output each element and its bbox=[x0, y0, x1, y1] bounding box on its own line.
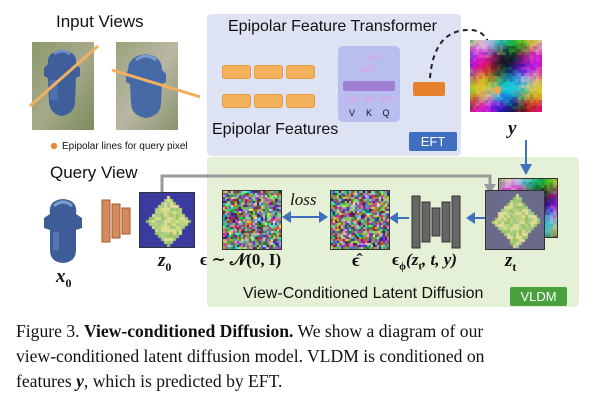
legend-dot-icon bbox=[50, 142, 58, 150]
feature-map-y bbox=[470, 40, 542, 112]
query-hydrant-image bbox=[44, 199, 82, 263]
latent-zt bbox=[485, 190, 545, 250]
attention-block: V K Q bbox=[338, 46, 400, 122]
epsilon-distribution-label: ϵ ∼ 𝒩(0, I) bbox=[200, 250, 282, 269]
epipolar-line-2 bbox=[111, 68, 200, 99]
input-view-images bbox=[29, 42, 200, 130]
caption-line-3: features y, which is predicted by EFT. bbox=[16, 371, 283, 391]
arrow-to-denoiser bbox=[466, 212, 486, 224]
eft-badge: EFT bbox=[409, 132, 457, 151]
y-label: y bbox=[508, 118, 517, 139]
noise-epsilon bbox=[222, 190, 282, 250]
vldm-title: View-Conditioned Latent Diffusion bbox=[243, 285, 484, 302]
arrow-to-eps-hat bbox=[389, 212, 409, 224]
input-views-label: Input Views bbox=[56, 12, 144, 31]
epipolar-features-label: Epipolar Features bbox=[212, 121, 339, 138]
feature-cell bbox=[286, 94, 315, 108]
eft-output-token bbox=[413, 82, 445, 96]
epsilon-hat-label: ϵ̂ bbox=[352, 250, 360, 270]
denoiser-label: ϵϕ(zt, t, y) bbox=[392, 250, 457, 273]
hydrant-2 bbox=[126, 54, 166, 118]
attention-k-label: K bbox=[366, 108, 372, 118]
feature-cell bbox=[222, 65, 251, 79]
epipolar-legend: Epipolar lines for query pixel bbox=[62, 141, 188, 152]
epipolar-line-1 bbox=[29, 44, 99, 108]
zt-label: zt bbox=[505, 250, 517, 274]
caption-line-2: view-conditioned latent diffusion model.… bbox=[16, 346, 485, 366]
predicted-noise bbox=[330, 190, 390, 250]
loss-label: loss bbox=[290, 190, 317, 209]
query-pixel-dot bbox=[493, 86, 501, 94]
query-view-label: Query View bbox=[50, 163, 138, 182]
latent-z0 bbox=[139, 192, 195, 248]
feature-cell bbox=[286, 65, 315, 79]
z0-label: z0 bbox=[158, 250, 172, 274]
loss-arrow bbox=[282, 211, 328, 223]
eft-title: Epipolar Feature Transformer bbox=[228, 18, 437, 35]
arrow-y-to-vldm bbox=[520, 140, 532, 175]
attention-q-label: Q bbox=[382, 108, 389, 118]
skip-connection bbox=[160, 174, 496, 194]
encoder-icon bbox=[101, 199, 131, 243]
x0-label: x0 bbox=[56, 266, 72, 290]
denoiser-network-icon bbox=[411, 195, 461, 249]
attention-v-label: V bbox=[349, 108, 355, 118]
attention-output bbox=[343, 81, 395, 91]
vldm-badge: VLDM bbox=[510, 287, 567, 306]
feature-cell bbox=[222, 94, 251, 108]
feature-cell bbox=[254, 65, 283, 79]
caption-line-1: Figure 3. View-conditioned Diffusion. We… bbox=[16, 321, 484, 341]
feature-cell bbox=[254, 94, 283, 108]
